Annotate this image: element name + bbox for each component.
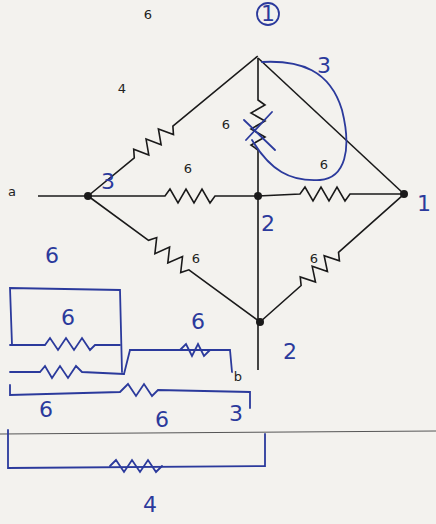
resistor-value: 6 [184,162,192,175]
resistor-value: 6 [222,118,230,131]
handwritten-number: 2 [261,213,275,235]
resistor-value: b [234,370,242,383]
handwritten-number: 3 [317,55,331,77]
resistor-value: 6 [192,252,200,265]
resistor-value: 6 [310,252,318,265]
handwritten-number: 6 [39,399,53,421]
handwritten-number: 3 [101,171,115,193]
resistor-value: 4 [118,82,126,95]
resistor-value: a [8,185,16,198]
table-edge [0,431,436,434]
handwritten-number: 6 [45,245,59,267]
handwritten-number: 2 [283,341,297,363]
handwritten-number: 6 [61,307,75,329]
handwritten-number: 1 [417,193,431,215]
junction-dots [84,190,408,326]
resistor-value: 6 [144,8,152,21]
handwritten-number: 1 [261,3,275,25]
handwritten-number: 6 [191,311,205,333]
resistor-value: 6 [320,158,328,171]
circuit-wires [38,51,409,370]
handwritten-sketch [8,3,346,472]
handwritten-number: 3 [229,403,243,425]
handwritten-number: 6 [155,409,169,431]
handwritten-number: 4 [143,494,157,516]
